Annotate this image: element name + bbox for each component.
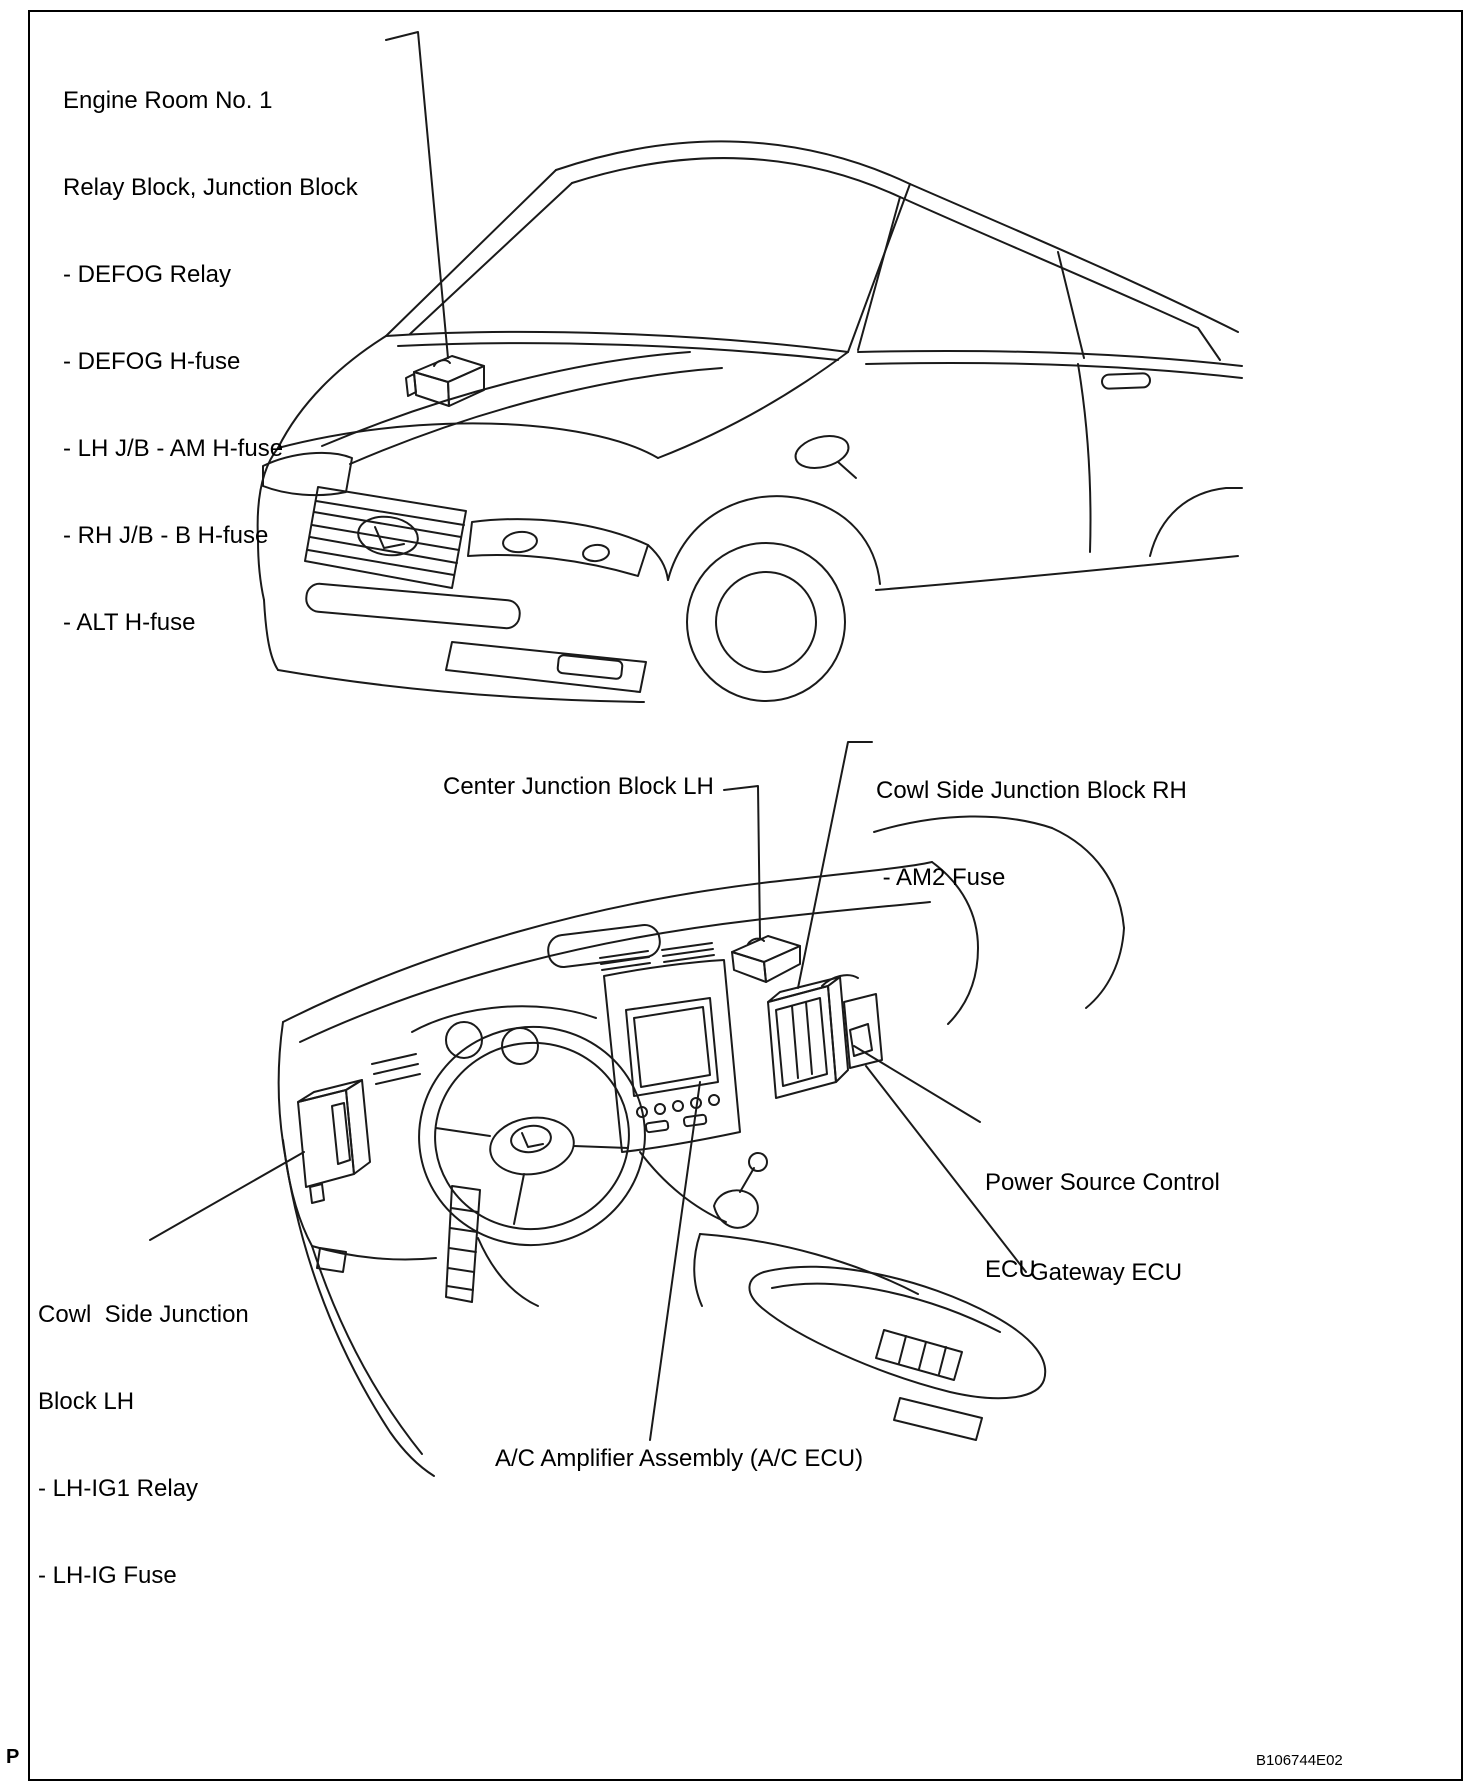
power-source-ecu-label: Power Source Control ECU <box>985 1110 1220 1342</box>
engine-room-title-2: Relay Block, Junction Block <box>63 174 358 201</box>
ecu-cluster-shape <box>767 974 883 1099</box>
dashboard-drawing <box>277 815 1125 1477</box>
figure-code: B106744E02 <box>1256 1752 1343 1769</box>
center-junction-lh-label: Center Junction Block LH <box>443 773 714 800</box>
cowl-side-lh-line-1: Cowl Side Junction <box>38 1301 249 1328</box>
page-border <box>28 10 1463 1781</box>
engine-room-item: - RH J/B - B H-fuse <box>63 522 269 549</box>
car-front-drawing <box>256 140 1243 703</box>
gateway-ecu-label: Gateway ECU <box>1030 1259 1183 1286</box>
engine-room-item: - ALT H-fuse <box>63 609 196 636</box>
cowl-side-rh-line-1: Cowl Side Junction Block RH <box>876 777 1187 804</box>
cowl-side-lh-block-shape <box>297 1079 371 1204</box>
page-corner-mark: P <box>6 1746 20 1768</box>
engine-room-item: - LH J/B - AM H-fuse <box>63 435 284 462</box>
cowl-side-rh-line-2: - AM2 Fuse <box>876 864 1006 891</box>
cowl-side-lh-item: - LH-IG Fuse <box>38 1562 177 1589</box>
engine-room-item: - DEFOG Relay <box>63 261 232 288</box>
engine-room-title-1: Engine Room No. 1 <box>63 87 273 114</box>
engine-room-label: Engine Room No. 1 Relay Block, Junction … <box>63 28 358 695</box>
power-source-line-1: Power Source Control <box>985 1169 1220 1196</box>
engine-room-item: - DEFOG H-fuse <box>63 348 241 375</box>
cowl-side-lh-label: Cowl Side Junction Block LH - LH-IG1 Rel… <box>38 1242 249 1648</box>
cowl-side-lh-line-2: Block LH <box>38 1388 135 1415</box>
center-junction-block-shape <box>731 935 801 983</box>
power-source-line-2: ECU <box>985 1256 1036 1283</box>
cowl-side-lh-item: - LH-IG1 Relay <box>38 1475 199 1502</box>
ac-amplifier-label: A/C Amplifier Assembly (A/C ECU) <box>495 1445 864 1472</box>
leader-lines <box>149 31 1027 1441</box>
engine-relay-block-shape <box>405 355 485 407</box>
cowl-side-rh-label: Cowl Side Junction Block RH - AM2 Fuse <box>876 718 1187 950</box>
